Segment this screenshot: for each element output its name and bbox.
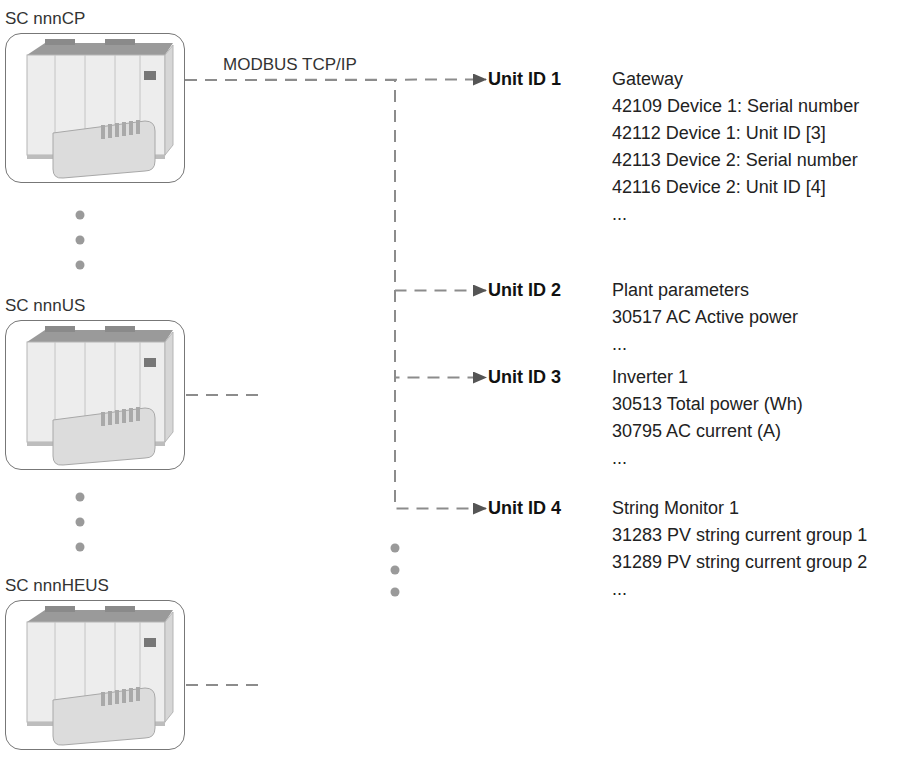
device-label: SC nnnUS	[5, 295, 185, 317]
register-entry: ...	[612, 576, 867, 603]
register-group: Unit ID 1Gateway42109 Device 1: Serial n…	[488, 66, 859, 228]
register-entry: ...	[612, 445, 803, 472]
device-frame	[5, 600, 185, 750]
device-label: SC nnnHEUS	[5, 575, 185, 597]
inverter-box: SC nnnUS	[5, 295, 185, 470]
register-list: Plant parameters30517 AC Active power...	[612, 277, 798, 358]
device-frame	[5, 33, 185, 183]
bus-stub	[186, 395, 262, 685]
register-group: Unit ID 2Plant parameters30517 AC Active…	[488, 277, 798, 358]
register-entry: ...	[612, 331, 798, 358]
device-label: SC nnnCP	[5, 8, 185, 30]
inverter-illustration	[27, 39, 173, 178]
register-list: Gateway42109 Device 1: Serial number4211…	[612, 66, 859, 228]
register-entry: 42113 Device 2: Serial number	[612, 147, 859, 174]
register-group: Unit ID 3Inverter 130513 Total power (Wh…	[488, 364, 803, 472]
unit-id-heading: Unit ID 3	[488, 364, 612, 391]
register-entry: 42112 Device 1: Unit ID [3]	[612, 120, 859, 147]
inverter-illustration	[27, 606, 173, 745]
inverter-box: SC nnnCP	[5, 8, 185, 183]
protocol-label: MODBUS TCP/IP	[220, 55, 360, 75]
register-list: Inverter 130513 Total power (Wh)30795 AC…	[612, 364, 803, 472]
unit-id-heading: Unit ID 2	[488, 277, 612, 304]
device-name: Gateway	[612, 66, 859, 93]
register-entry: 42109 Device 1: Serial number	[612, 93, 859, 120]
device-frame	[5, 320, 185, 470]
device-name: Inverter 1	[612, 364, 803, 391]
register-entry: 30513 Total power (Wh)	[612, 391, 803, 418]
modbus-connector	[185, 80, 486, 509]
device-name: String Monitor 1	[612, 495, 867, 522]
register-entry: 30795 AC current (A)	[612, 418, 803, 445]
unit-id-heading: Unit ID 4	[488, 495, 612, 522]
inverter-box: SC nnnHEUS	[5, 575, 185, 750]
register-list: String Monitor 131283 PV string current …	[612, 495, 867, 603]
unit-id-heading: Unit ID 1	[488, 66, 612, 93]
register-entry: ...	[612, 201, 859, 228]
register-entry: 31289 PV string current group 2	[612, 549, 867, 576]
ellipsis-dots	[76, 211, 400, 597]
register-entry: 42116 Device 2: Unit ID [4]	[612, 174, 859, 201]
device-name: Plant parameters	[612, 277, 798, 304]
register-entry: 31283 PV string current group 1	[612, 522, 867, 549]
register-entry: 30517 AC Active power	[612, 304, 798, 331]
inverter-illustration	[27, 326, 173, 465]
modbus-connector	[185, 80, 486, 378]
modbus-connector	[185, 80, 486, 291]
register-group: Unit ID 4String Monitor 131283 PV string…	[488, 495, 867, 603]
